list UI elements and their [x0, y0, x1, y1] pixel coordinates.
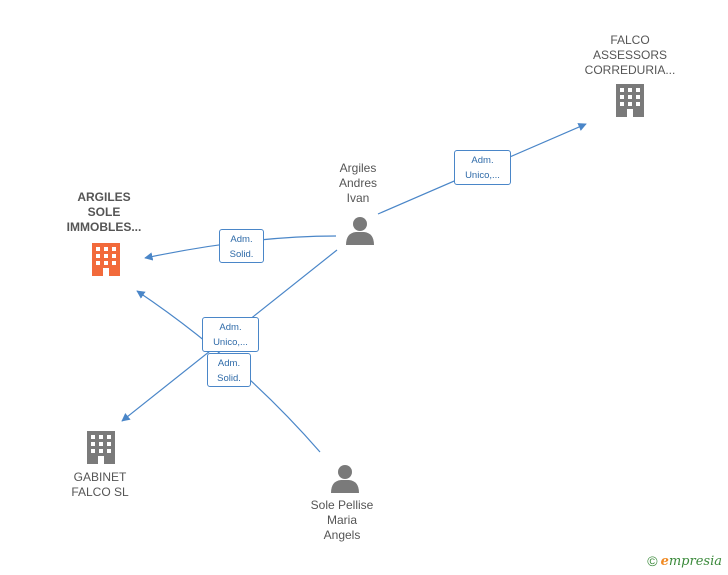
node-label-argiles-andres[interactable]: Argiles Andres Ivan [338, 161, 378, 205]
edge-label-andres-argiles-sole[interactable]: Adm. Solid. [219, 229, 264, 263]
node-label-gabinet-falco[interactable]: GABINET FALCO SL [71, 470, 129, 499]
building-icon[interactable] [616, 84, 644, 117]
person-icon[interactable] [346, 217, 374, 245]
node-label-sole-pellise[interactable]: Sole Pellise Maria Angels [310, 498, 374, 542]
building-icon[interactable] [87, 431, 115, 464]
copyright-symbol: © [647, 553, 658, 569]
copyright-footer: © empresia [647, 553, 722, 569]
person-icon[interactable] [331, 465, 359, 493]
node-label-argiles-sole[interactable]: ARGILES SOLE IMMOBLES... [66, 190, 142, 234]
edge-label-sole-argiles-sole[interactable]: Adm. Solid. [207, 353, 251, 387]
edge-label-andres-gabinet-falco[interactable]: Adm. Unico,... [202, 317, 259, 352]
edge-label-andres-falco-assessors[interactable]: Adm. Unico,... [454, 150, 511, 185]
building-icon-highlight[interactable] [92, 243, 120, 276]
node-label-falco-assessors[interactable]: FALCO ASSESSORS CORREDURIA... [584, 33, 676, 77]
brand-logo: empresia [660, 553, 722, 569]
